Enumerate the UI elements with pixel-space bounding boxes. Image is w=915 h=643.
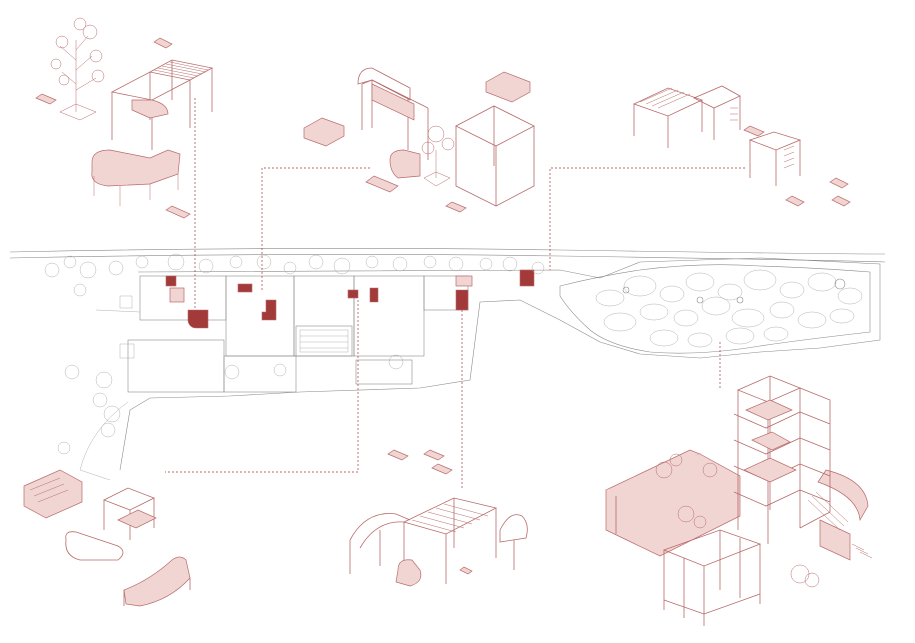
tree-icon: [308, 254, 324, 270]
tree-icon: [677, 505, 695, 523]
planting-bed: [743, 269, 777, 291]
module-pergola-tree: [35, 17, 214, 219]
tree-icon: [229, 255, 243, 269]
tree-icon: [388, 354, 404, 370]
path-curve: [79, 401, 129, 481]
tree-icon: [100, 422, 116, 438]
planter-icon: [303, 117, 345, 147]
road-edge-bottom: [9, 254, 886, 263]
planting-bed: [797, 311, 827, 329]
module-planter-steps: [23, 469, 191, 607]
tree-icon: [392, 256, 408, 272]
tree-icon: [95, 371, 113, 389]
planting-bed: [807, 272, 837, 292]
tree-icon: [63, 255, 77, 269]
tree-row: [44, 253, 545, 455]
tree-icon: [423, 255, 437, 269]
parcel-outline: [119, 257, 881, 471]
tree-icon: [92, 392, 108, 408]
planting-bed: [685, 272, 715, 292]
park-area: [595, 269, 863, 348]
tree-icon: [108, 260, 124, 276]
tree-icon: [365, 255, 379, 269]
planting-bed: [639, 303, 669, 321]
tree-icon: [804, 572, 820, 588]
planting-bed: [673, 309, 699, 327]
tree-icon: [135, 255, 149, 269]
tree-icon: [702, 462, 718, 478]
tree-icon: [333, 257, 351, 275]
module-arch-pergola: [349, 449, 528, 587]
feature-icon: [696, 296, 704, 304]
park-outline: [559, 264, 871, 354]
planting-bed: [829, 308, 855, 324]
planting-bed: [763, 326, 789, 342]
tree-icon: [103, 405, 121, 423]
tree-icon: [502, 256, 518, 272]
tree-icon: [57, 441, 71, 455]
tree-icon: [64, 364, 80, 380]
tree-icon: [283, 261, 297, 275]
planting-bed: [717, 283, 743, 301]
planting-bed: [595, 289, 625, 307]
module-pavilion: [303, 67, 535, 213]
planting-bed: [837, 287, 863, 305]
planting-bed: [603, 312, 637, 332]
tree-icon: [44, 262, 60, 278]
leader-lines: [165, 98, 745, 488]
feature-icon: [622, 286, 630, 294]
tree-icon: [655, 461, 673, 479]
planting-bed: [687, 332, 713, 348]
tree-icon: [479, 257, 493, 271]
tree-icon: [669, 453, 683, 467]
planter-icon: [485, 71, 531, 103]
block-icon: [35, 37, 191, 219]
module-tower-courtyard: [605, 375, 873, 626]
feature-icon: [736, 296, 744, 304]
tree-icon: [167, 253, 185, 271]
planting-bed: [659, 285, 685, 303]
planting-bed: [701, 296, 731, 316]
tree-icon: [531, 261, 545, 275]
plan-red-elements: [165, 269, 535, 329]
tree-icon: [256, 254, 272, 270]
tree-icon: [73, 283, 87, 297]
road-edge-top: [9, 248, 886, 255]
feature-icon: [834, 278, 846, 290]
planting-bed: [649, 329, 679, 347]
tree-icon: [790, 564, 810, 584]
planting-bed: [731, 308, 765, 328]
tree-icon: [273, 363, 287, 377]
planting-bed: [769, 301, 795, 319]
site-plan: [9, 248, 886, 481]
tree-icon: [224, 364, 240, 380]
module-frame-stair: [632, 85, 851, 207]
tree-icon: [198, 258, 214, 274]
building-blocks: [95, 275, 469, 393]
tree-icon: [693, 515, 707, 529]
planting-bed: [623, 275, 657, 297]
tree-icon: [448, 256, 464, 272]
tree-icon: [79, 261, 97, 279]
planting-bed: [779, 281, 805, 299]
planting-bed: [725, 327, 755, 345]
